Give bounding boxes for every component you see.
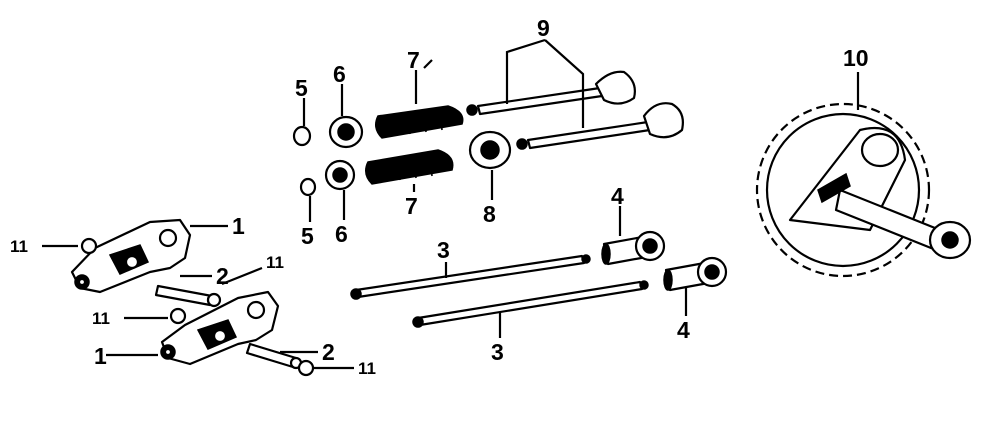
push-rod-upper (350, 254, 591, 300)
callout-5-upper: 5 (295, 75, 308, 126)
svg-text:1: 1 (232, 213, 245, 239)
svg-text:3: 3 (491, 339, 504, 365)
callout-2-lower: 2 (280, 339, 335, 365)
rocker-arm-lower (160, 290, 280, 366)
camshaft-gear (755, 102, 972, 278)
valve-keeper-lower (299, 177, 317, 197)
callout-11-a: 11 (10, 237, 78, 256)
callout-7-upper: 7 (407, 47, 433, 104)
callout-4-upper: 4 (611, 183, 624, 236)
callout-9: 9 (537, 15, 550, 41)
rocker-arm-upper (70, 218, 192, 294)
svg-text:11: 11 (358, 359, 376, 378)
callout-3-lower: 3 (491, 312, 504, 365)
callout-11-d: 11 (314, 359, 376, 378)
push-rod-lower (412, 280, 649, 328)
tappet-lower (663, 256, 728, 292)
valve-keeper-upper (292, 125, 312, 147)
valve-spring-upper (375, 105, 464, 139)
svg-text:11: 11 (92, 309, 110, 328)
svg-text:7: 7 (407, 47, 420, 73)
svg-text:10: 10 (843, 45, 869, 71)
callout-6-upper: 6 (333, 61, 346, 116)
washer-upper-right (206, 292, 222, 308)
callout-8: 8 (483, 170, 496, 227)
svg-text:6: 6 (335, 221, 348, 247)
callout-11-c: 11 (92, 309, 168, 328)
svg-text:1: 1 (94, 343, 107, 369)
valve-spring-lower (365, 149, 454, 185)
callout-4-lower: 4 (677, 288, 690, 343)
intake-valve (466, 70, 636, 116)
washer-upper-left (80, 237, 98, 255)
svg-text:8: 8 (483, 201, 496, 227)
callout-7-lower: 7 (405, 184, 418, 219)
washer-lower-right (297, 359, 315, 377)
callout-1-upper: 1 (190, 213, 245, 239)
svg-text:7: 7 (405, 193, 418, 219)
svg-text:4: 4 (611, 183, 624, 209)
washer-mid-left (169, 307, 187, 325)
spring-retainer-lower (324, 159, 356, 191)
callout-2-upper: 2 (180, 263, 229, 289)
svg-text:4: 4 (677, 317, 690, 343)
exhaust-valve (516, 102, 684, 150)
tappet-upper (601, 230, 666, 266)
svg-text:2: 2 (322, 339, 335, 365)
svg-text:11: 11 (10, 237, 28, 256)
callout-6-lower: 6 (335, 190, 348, 247)
svg-text:11: 11 (266, 253, 284, 272)
callout-11-b: 11 (221, 253, 284, 286)
svg-text:5: 5 (301, 223, 314, 249)
svg-text:5: 5 (295, 75, 308, 101)
valve-stem-seal (468, 130, 512, 170)
svg-text:6: 6 (333, 61, 346, 87)
callout-1-lower: 1 (94, 343, 158, 369)
svg-text:3: 3 (437, 237, 450, 263)
callout-3-upper: 3 (437, 237, 450, 278)
rocker-pin-lower (245, 342, 303, 370)
svg-text:2: 2 (216, 263, 229, 289)
spring-retainer-upper (328, 115, 364, 149)
leader-9 (505, 38, 585, 128)
svg-text:9: 9 (537, 15, 550, 41)
callout-10: 10 (843, 45, 869, 110)
callout-5-lower: 5 (301, 196, 314, 249)
